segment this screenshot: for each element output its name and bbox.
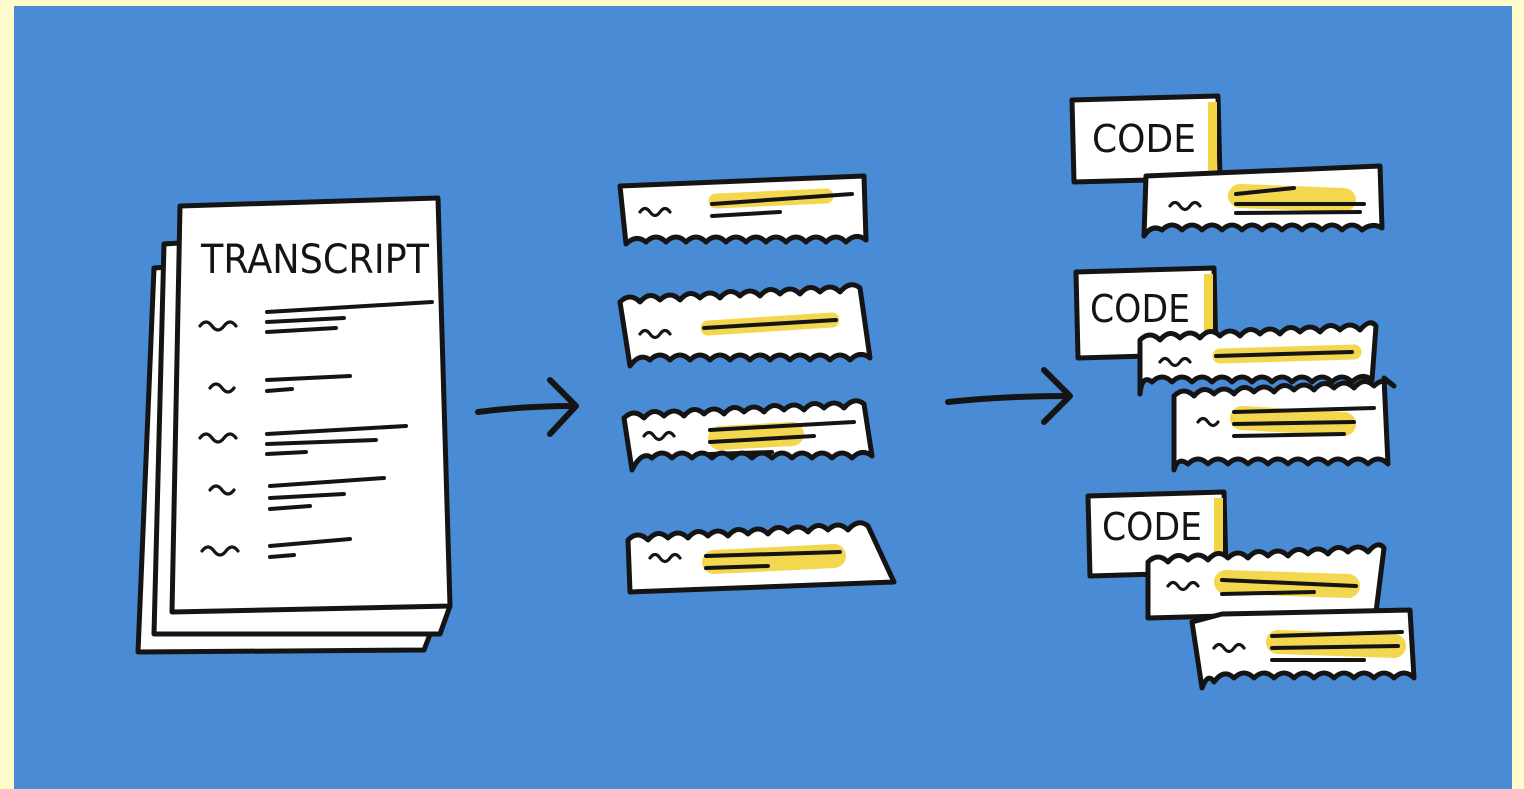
excerpt-strip bbox=[617, 173, 869, 247]
diagram-canvas: TRANSCRIPT bbox=[14, 6, 1512, 789]
code-group: CODE bbox=[1085, 489, 1417, 691]
excerpt-strip bbox=[1137, 320, 1379, 397]
arrow-right-icon bbox=[475, 377, 579, 437]
transcript-title: TRANSCRIPT bbox=[200, 237, 429, 283]
excerpt-strip bbox=[621, 398, 875, 473]
arrow-right-icon bbox=[945, 367, 1073, 425]
transcript-front-sheet bbox=[169, 195, 453, 615]
diagram-svg: TRANSCRIPT bbox=[135, 93, 1417, 691]
excerpt-strip bbox=[1141, 163, 1385, 239]
excerpts-column bbox=[617, 173, 897, 595]
transcript-squiggle bbox=[208, 484, 236, 496]
transcript-document: TRANSCRIPT bbox=[135, 195, 453, 655]
transcript-squiggle bbox=[208, 382, 236, 394]
code-group: CODE bbox=[1069, 93, 1385, 239]
excerpt-strip bbox=[1145, 542, 1387, 621]
transcript-squiggle bbox=[200, 545, 240, 557]
excerpt-strip bbox=[625, 520, 897, 595]
code-label: CODE bbox=[1090, 287, 1190, 331]
code-label: CODE bbox=[1102, 505, 1202, 549]
transcript-squiggle bbox=[198, 320, 238, 332]
excerpt-strip bbox=[617, 282, 873, 369]
excerpt-strip bbox=[1171, 375, 1397, 473]
transcript-lines bbox=[198, 300, 434, 559]
code-group: CODE bbox=[1073, 265, 1397, 473]
transcript-squiggle bbox=[198, 432, 238, 444]
excerpt-strip bbox=[1189, 607, 1417, 691]
code-label: CODE bbox=[1092, 117, 1196, 161]
